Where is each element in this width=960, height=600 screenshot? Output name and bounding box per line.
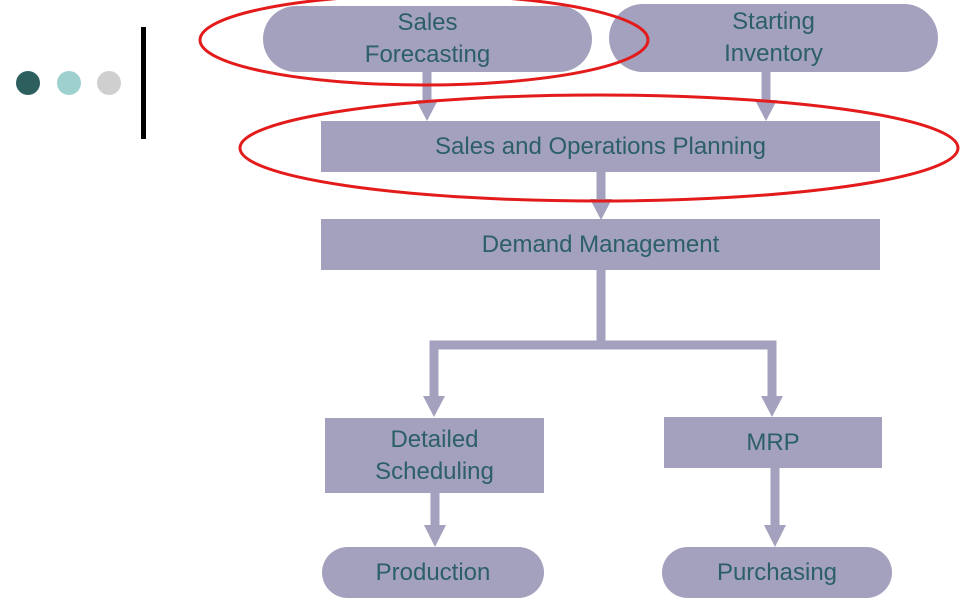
node-sales-forecasting: Sales Forecasting	[263, 6, 592, 72]
node-starting-inventory: Starting Inventory	[609, 4, 938, 72]
node-demand-management: Demand Management	[321, 219, 880, 270]
decor-dot-dark	[16, 71, 40, 95]
node-purchasing: Purchasing	[662, 547, 892, 598]
decor-dot-gray	[97, 71, 121, 95]
node-sales-and-operations-planning: Sales and Operations Planning	[321, 121, 880, 172]
highlight-ellipse-sop	[238, 93, 960, 203]
decor-vertical-rule	[141, 27, 146, 139]
node-detailed-scheduling: Detailed Scheduling	[325, 418, 544, 493]
node-mrp: MRP	[664, 417, 882, 468]
node-production: Production	[322, 547, 544, 598]
highlight-ellipse-sales-forecasting	[198, 0, 650, 87]
decor-dot-teal	[57, 71, 81, 95]
